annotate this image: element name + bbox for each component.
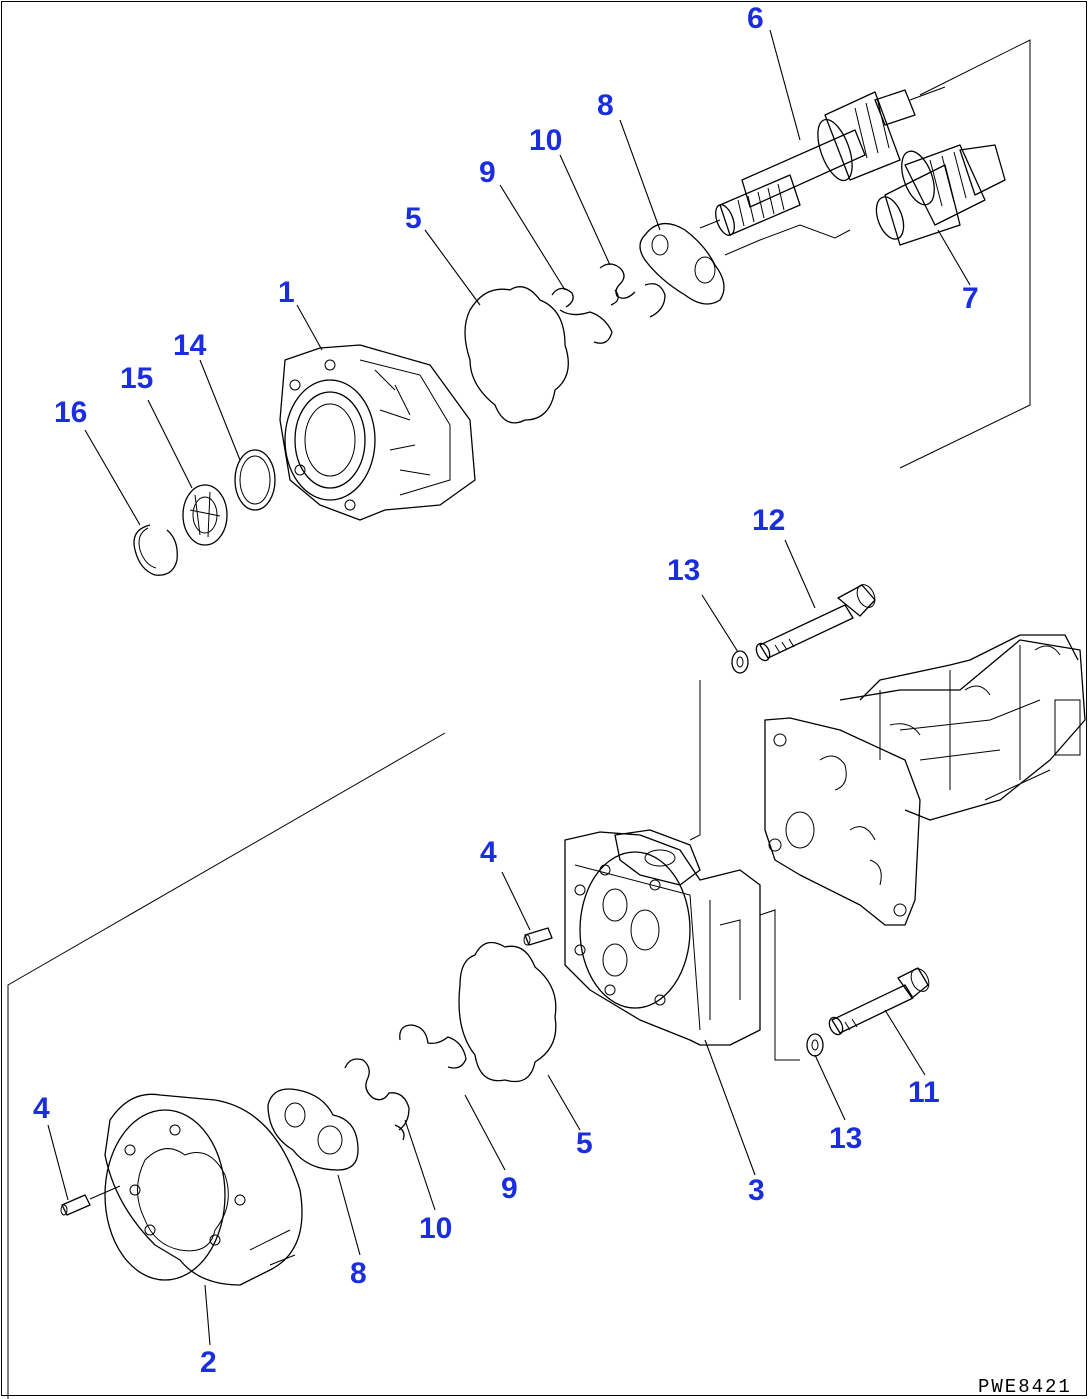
callout-1: 1 <box>278 276 295 309</box>
callout-3: 3 <box>748 1174 765 1207</box>
callout-15: 15 <box>120 362 153 395</box>
pump-body <box>564 829 761 1046</box>
bearing-15 <box>182 484 228 546</box>
callout-5-top: 5 <box>405 202 422 235</box>
callout-2: 2 <box>200 1346 217 1379</box>
callout-10-bottom: 10 <box>419 1212 452 1245</box>
callout-4-left: 4 <box>33 1092 50 1125</box>
housing-front <box>279 344 476 521</box>
callout-6: 6 <box>747 2 764 35</box>
assembled-pump <box>764 634 1086 926</box>
bolt-12 <box>755 584 876 662</box>
callouts: 6 8 10 9 5 1 7 14 15 16 12 13 4 11 13 5 … <box>33 2 979 1379</box>
dowel-pin-right <box>523 927 553 946</box>
callout-4-right: 4 <box>480 836 497 869</box>
washer-13-bottom <box>806 1033 824 1057</box>
seals-bottom <box>344 1024 467 1141</box>
assembly-boundary-lines <box>7 39 1031 1399</box>
seals-top <box>551 263 666 344</box>
snap-ring-16 <box>133 524 178 576</box>
callout-5-bottom: 5 <box>576 1127 593 1160</box>
callout-7: 7 <box>962 282 979 315</box>
dowel-pin-left <box>60 1185 121 1216</box>
bolt-11 <box>828 967 930 1036</box>
callout-8-top: 8 <box>597 89 614 122</box>
drive-shaft <box>699 86 946 236</box>
callout-14: 14 <box>173 329 207 362</box>
callout-16: 16 <box>54 396 87 429</box>
washer-13-top <box>731 650 749 674</box>
callout-8-bottom: 8 <box>350 1257 367 1290</box>
shim-14 <box>234 449 276 511</box>
gear-case <box>104 1093 303 1286</box>
leader-lines <box>47 29 971 1346</box>
drawing-code: PWE8421 <box>978 1376 1072 1398</box>
callout-13-top: 13 <box>667 554 700 587</box>
callout-12: 12 <box>752 504 785 537</box>
bushing-top <box>639 223 725 305</box>
driven-shaft <box>724 144 1006 256</box>
callout-9-bottom: 9 <box>501 1172 518 1205</box>
callout-13-bottom: 13 <box>829 1122 862 1155</box>
gasket-bottom <box>458 941 557 1083</box>
bushing-bottom <box>267 1088 359 1171</box>
gasket-top <box>464 286 569 424</box>
callout-9-top: 9 <box>479 156 496 189</box>
callout-11: 11 <box>908 1076 940 1109</box>
callout-10-top: 10 <box>529 124 562 157</box>
